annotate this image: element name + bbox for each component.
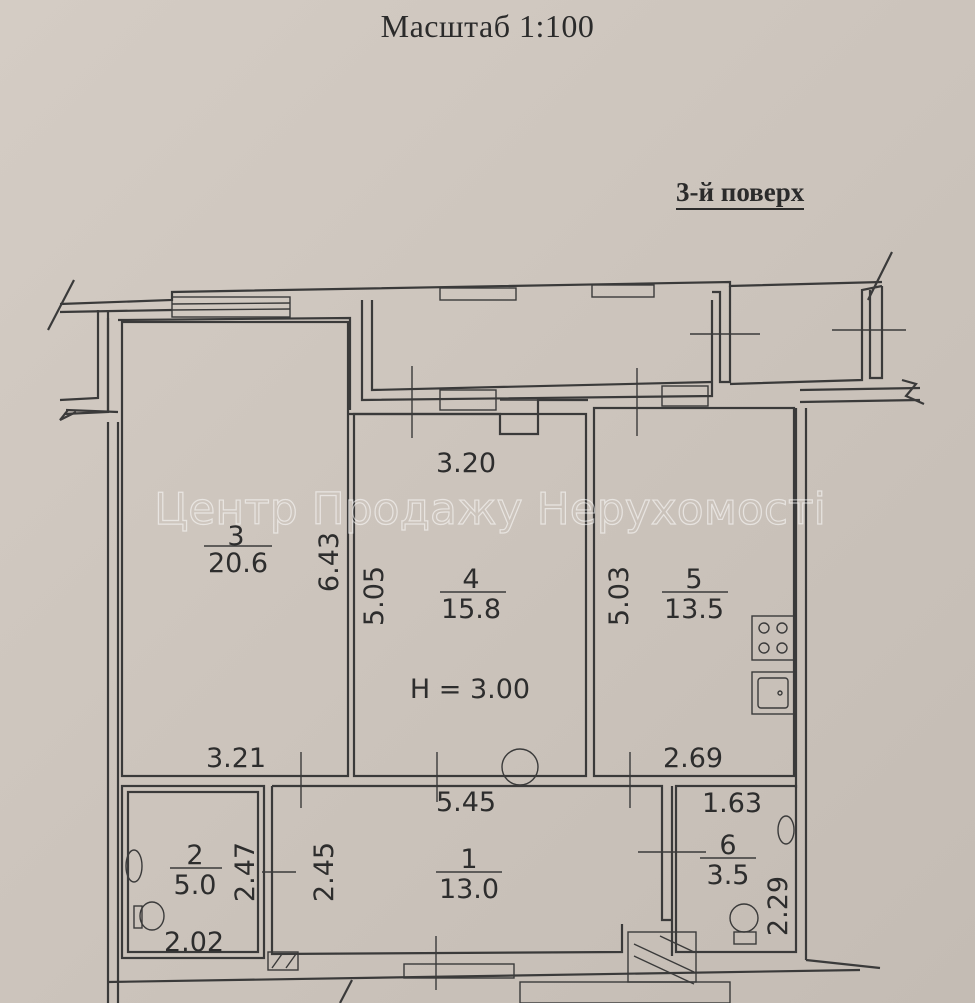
room-area: 3.5 [707, 860, 750, 891]
windows [171, 284, 709, 411]
scale-title: Масштаб 1:100 [380, 8, 595, 44]
room-width: 3.20 [436, 448, 496, 479]
watermark: Центр Продажу Нерухомості [154, 484, 826, 535]
room-length: 5.03 [604, 566, 635, 626]
room-length: 2.47 [230, 842, 261, 902]
room-length: 2.29 [763, 876, 794, 936]
sink-icon [751, 671, 795, 715]
bathroom-fixtures [125, 815, 795, 945]
room-3-label: 3 20.6 3.21 6.43 [204, 521, 345, 774]
toilet-icon [729, 903, 759, 933]
balcony [360, 251, 925, 406]
vent-shaft [267, 931, 697, 985]
room-area: 5.0 [174, 870, 217, 901]
room-width: 2.69 [663, 743, 723, 774]
room-number: 3 [227, 521, 244, 552]
floor-label: 3-й поверх [676, 176, 805, 210]
room-width: 5.45 [436, 787, 496, 818]
interior-walls [107, 320, 881, 1003]
door-marks [262, 366, 706, 990]
room-1-label: 5.45 2.45 1 13.0 [309, 787, 502, 905]
room-4-label: 3.20 5.05 4 15.8 H = 3.00 [359, 448, 530, 705]
room-number: 2 [186, 840, 203, 871]
room-area: 15.8 [441, 594, 501, 625]
room-6-label: 1.63 6 3.5 2.29 [700, 788, 794, 936]
room-length: 5.05 [359, 566, 390, 626]
room-number: 4 [462, 564, 479, 595]
stove-icon [751, 615, 795, 661]
room-length: 2.45 [309, 842, 340, 902]
outer-walls [47, 279, 883, 1003]
room-width: 3.21 [206, 743, 266, 774]
room-number: 5 [685, 564, 702, 595]
room-5-label: 5.03 5 13.5 2.69 [604, 564, 728, 774]
ceiling-height: H = 3.00 [410, 674, 530, 705]
room-area: 13.0 [439, 874, 499, 905]
kitchen-fixtures [751, 615, 795, 715]
room-number: 1 [460, 844, 477, 875]
room-2-label: 2 5.0 2.47 2.02 [164, 840, 261, 958]
room-width: 2.02 [164, 927, 224, 958]
sink-icon [125, 849, 143, 883]
toilet-icon [139, 901, 165, 931]
room-area: 20.6 [208, 548, 268, 579]
room-area: 13.5 [664, 594, 724, 625]
room-number: 6 [719, 830, 736, 861]
room-length: 6.43 [314, 532, 345, 592]
room-width: 1.63 [702, 788, 762, 819]
